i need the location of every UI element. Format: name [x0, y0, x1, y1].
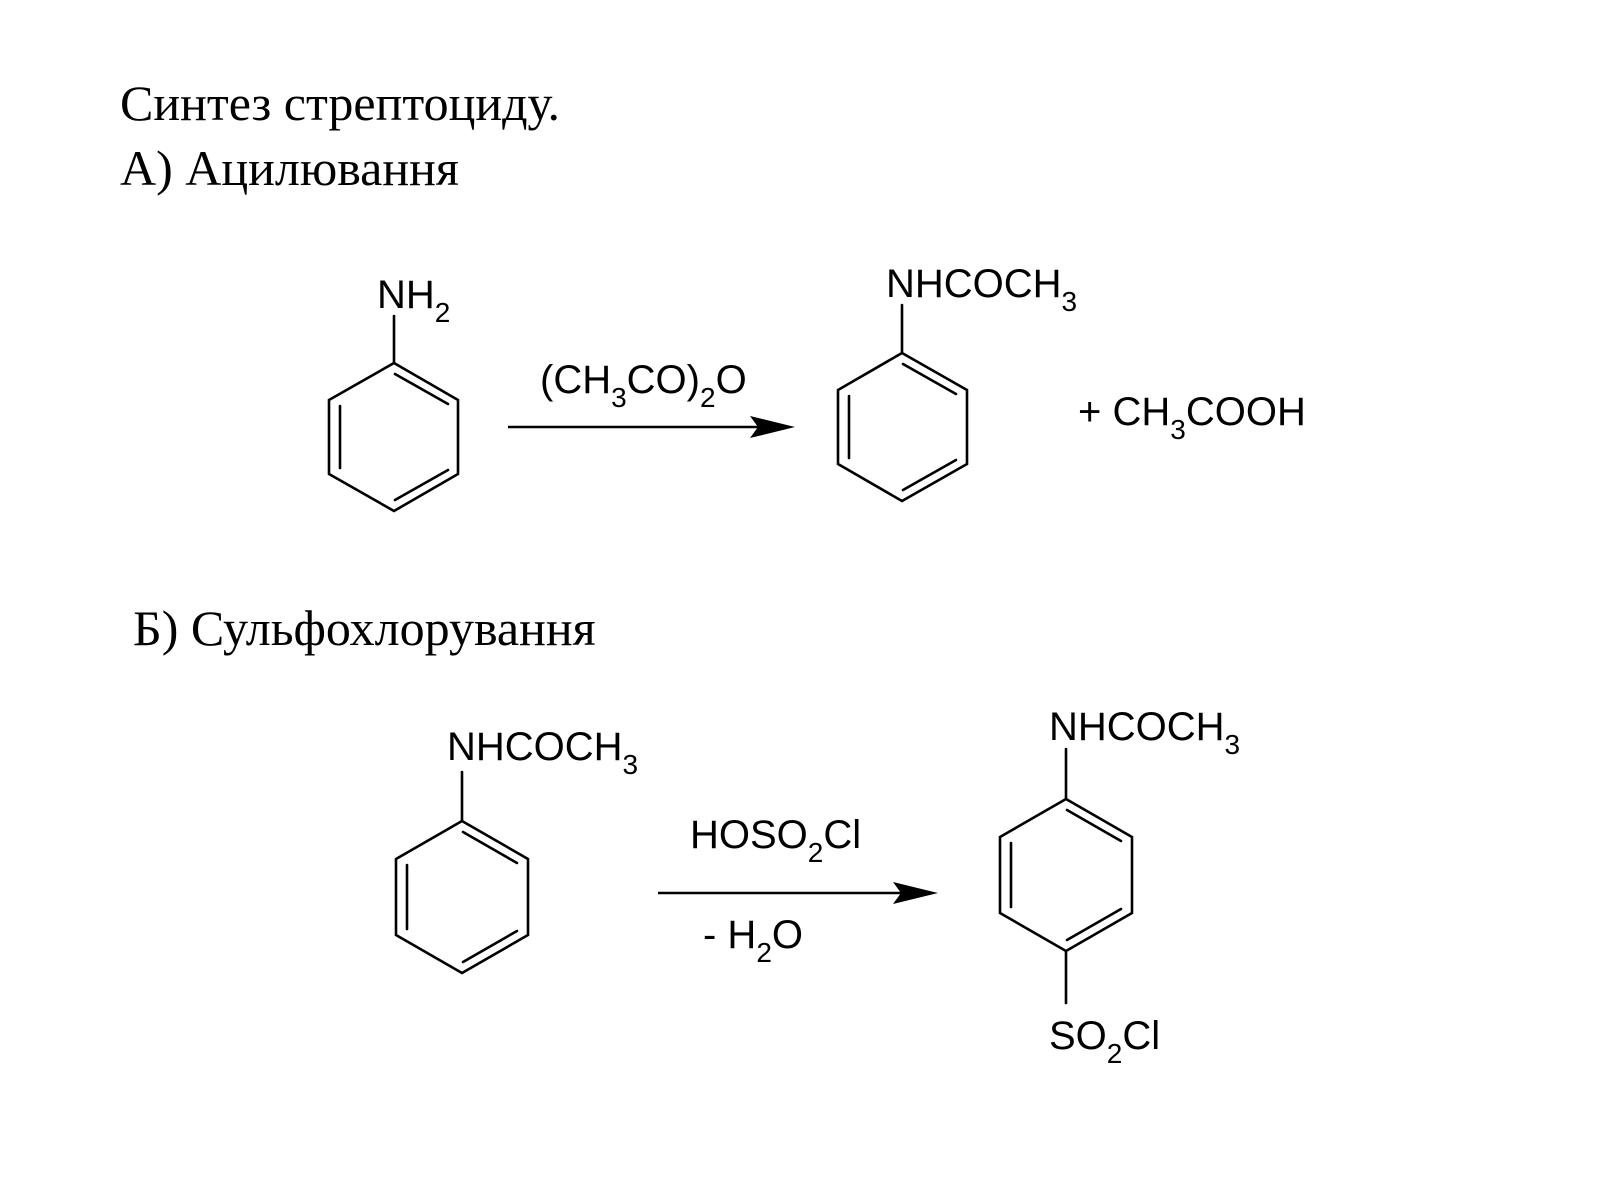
- reaction-arrow-a: [508, 416, 795, 438]
- reaction-arrow-b: [658, 882, 938, 904]
- byproduct-acetic-acid: + CH3COOH: [1078, 390, 1306, 445]
- acetanilide-nhcoch3-label: NHCOCH3: [886, 262, 1077, 317]
- step-a-heading: А) Ацилювання: [120, 140, 459, 196]
- acetanilide-benzene-ring: [836, 303, 969, 503]
- page-title: Синтез стрептоциду.: [120, 75, 560, 131]
- sulfonyl-chloride-product-ring: [998, 747, 1134, 1005]
- aniline-nh2-label: NH2: [377, 273, 450, 328]
- product-nhcoch3-label: NHCOCH3: [1049, 705, 1240, 760]
- condition-water-loss: - H2O: [703, 913, 803, 968]
- acetanilide-reactant-ring: [394, 770, 530, 975]
- reagent-chlorosulfonic-acid: HOSO2Cl: [690, 813, 861, 868]
- reagent-acetic-anhydride: (CH3CO)2O: [540, 358, 747, 413]
- acetanilide-reactant-label: NHCOCH3: [447, 725, 638, 780]
- product-so2cl-label: SO2Cl: [1049, 1014, 1160, 1069]
- step-b-heading: Б) Сульфохлорування: [133, 600, 596, 656]
- aniline-benzene-ring: [327, 314, 460, 513]
